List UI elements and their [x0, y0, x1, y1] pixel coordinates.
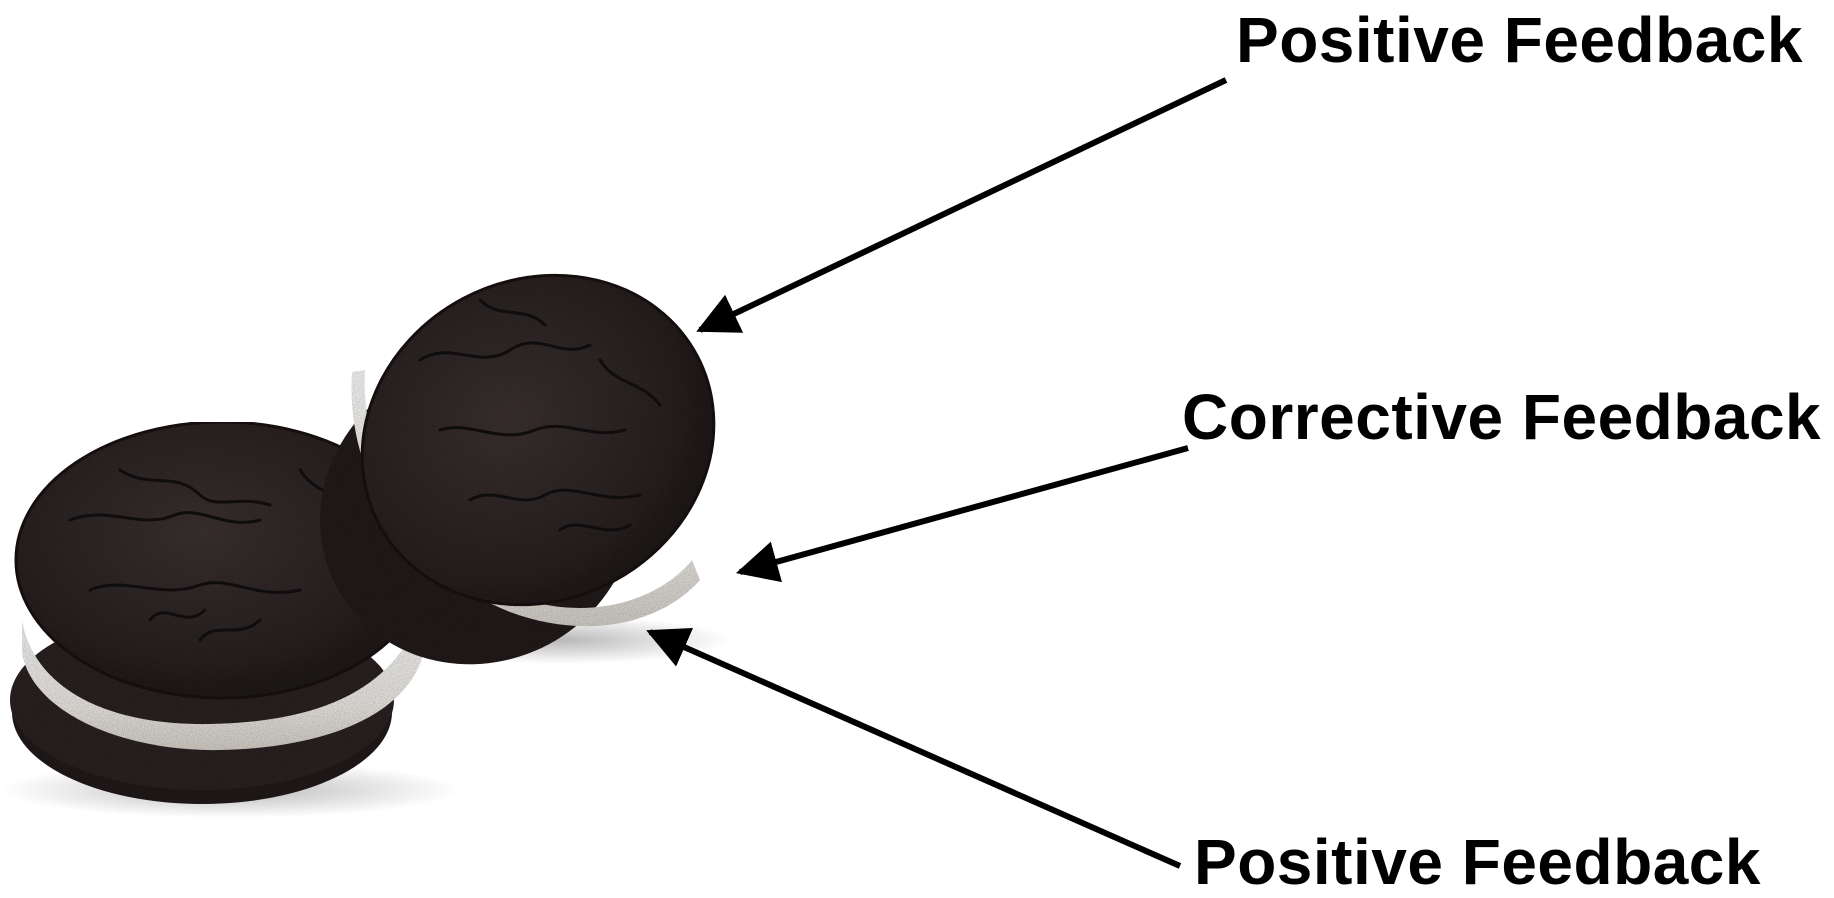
label-corrective-feedback: Corrective Feedback: [1182, 385, 1821, 449]
label-positive-feedback-top: Positive Feedback: [1236, 8, 1803, 72]
arrow-top: [700, 80, 1226, 330]
label-positive-feedback-bottom: Positive Feedback: [1194, 830, 1761, 894]
arrow-bottom: [650, 632, 1180, 866]
arrow-middle: [740, 448, 1188, 572]
